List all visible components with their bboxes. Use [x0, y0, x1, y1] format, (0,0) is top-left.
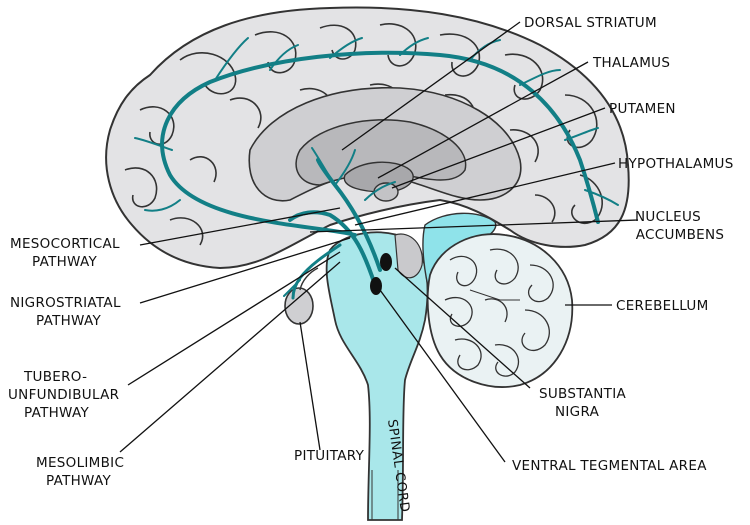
mesocortical-branches	[134, 37, 619, 212]
label-tubero-line3: PATHWAY	[24, 405, 89, 421]
mesocortical-pathway-line	[160, 50, 600, 237]
label-thalamus: THALAMUS	[592, 55, 670, 71]
label-dorsal-striatum: DORSAL STRIATUM	[524, 15, 657, 31]
label-pituitary: PITUITARY	[294, 448, 365, 464]
dorsal-striatum-region	[295, 119, 467, 186]
label-mesolimbic-line2: PATHWAY	[46, 473, 111, 489]
label-cerebellum: CEREBELLUM	[616, 298, 709, 314]
vta-neuron	[370, 277, 382, 295]
dopamine-pathways	[134, 37, 619, 300]
mesolimbic-pathway-line	[288, 210, 377, 287]
pituitary-stalk	[299, 267, 319, 291]
label-mesocortical-line2: PATHWAY	[32, 254, 97, 270]
label-putamen: PUTAMEN	[609, 101, 676, 117]
substantia-nigra-neuron	[380, 253, 392, 271]
label-ventral-tegmental-area: VENTRAL TEGMENTAL AREA	[512, 458, 707, 474]
hypothalamus-branches	[283, 147, 396, 297]
label-nucleus-accumbens-line2: ACCUMBENS	[636, 227, 725, 243]
label-hypothalamus: HYPOTHALAMUS	[618, 156, 734, 172]
spinal-cord-outline	[371, 470, 399, 520]
tuberoinfundibular-pathway-line	[291, 243, 342, 300]
leader-lines	[119, 21, 639, 463]
label-nigrostriatal-line2: PATHWAY	[36, 313, 101, 329]
label-tubero-line1: TUBERO-	[23, 369, 87, 385]
labels: DORSAL STRIATUM THALAMUS PUTAMEN HYPOTHA…	[8, 15, 734, 513]
label-mesocortical-line1: MESOCORTICAL	[10, 236, 120, 252]
label-tubero-line2: UNFUNDIBULAR	[8, 387, 119, 403]
label-nucleus-accumbens-line1: NUCLEUS	[635, 209, 701, 225]
label-substantia-nigra-line2: NIGRA	[555, 404, 600, 420]
cerebellum	[426, 233, 574, 388]
label-substantia-nigra-line1: SUBSTANTIA	[539, 386, 627, 402]
label-nigrostriatal-line1: NIGROSTRIATAL	[10, 295, 121, 311]
cerebellum-folia	[444, 248, 554, 377]
label-mesolimbic-line1: MESOLIMBIC	[36, 455, 124, 471]
